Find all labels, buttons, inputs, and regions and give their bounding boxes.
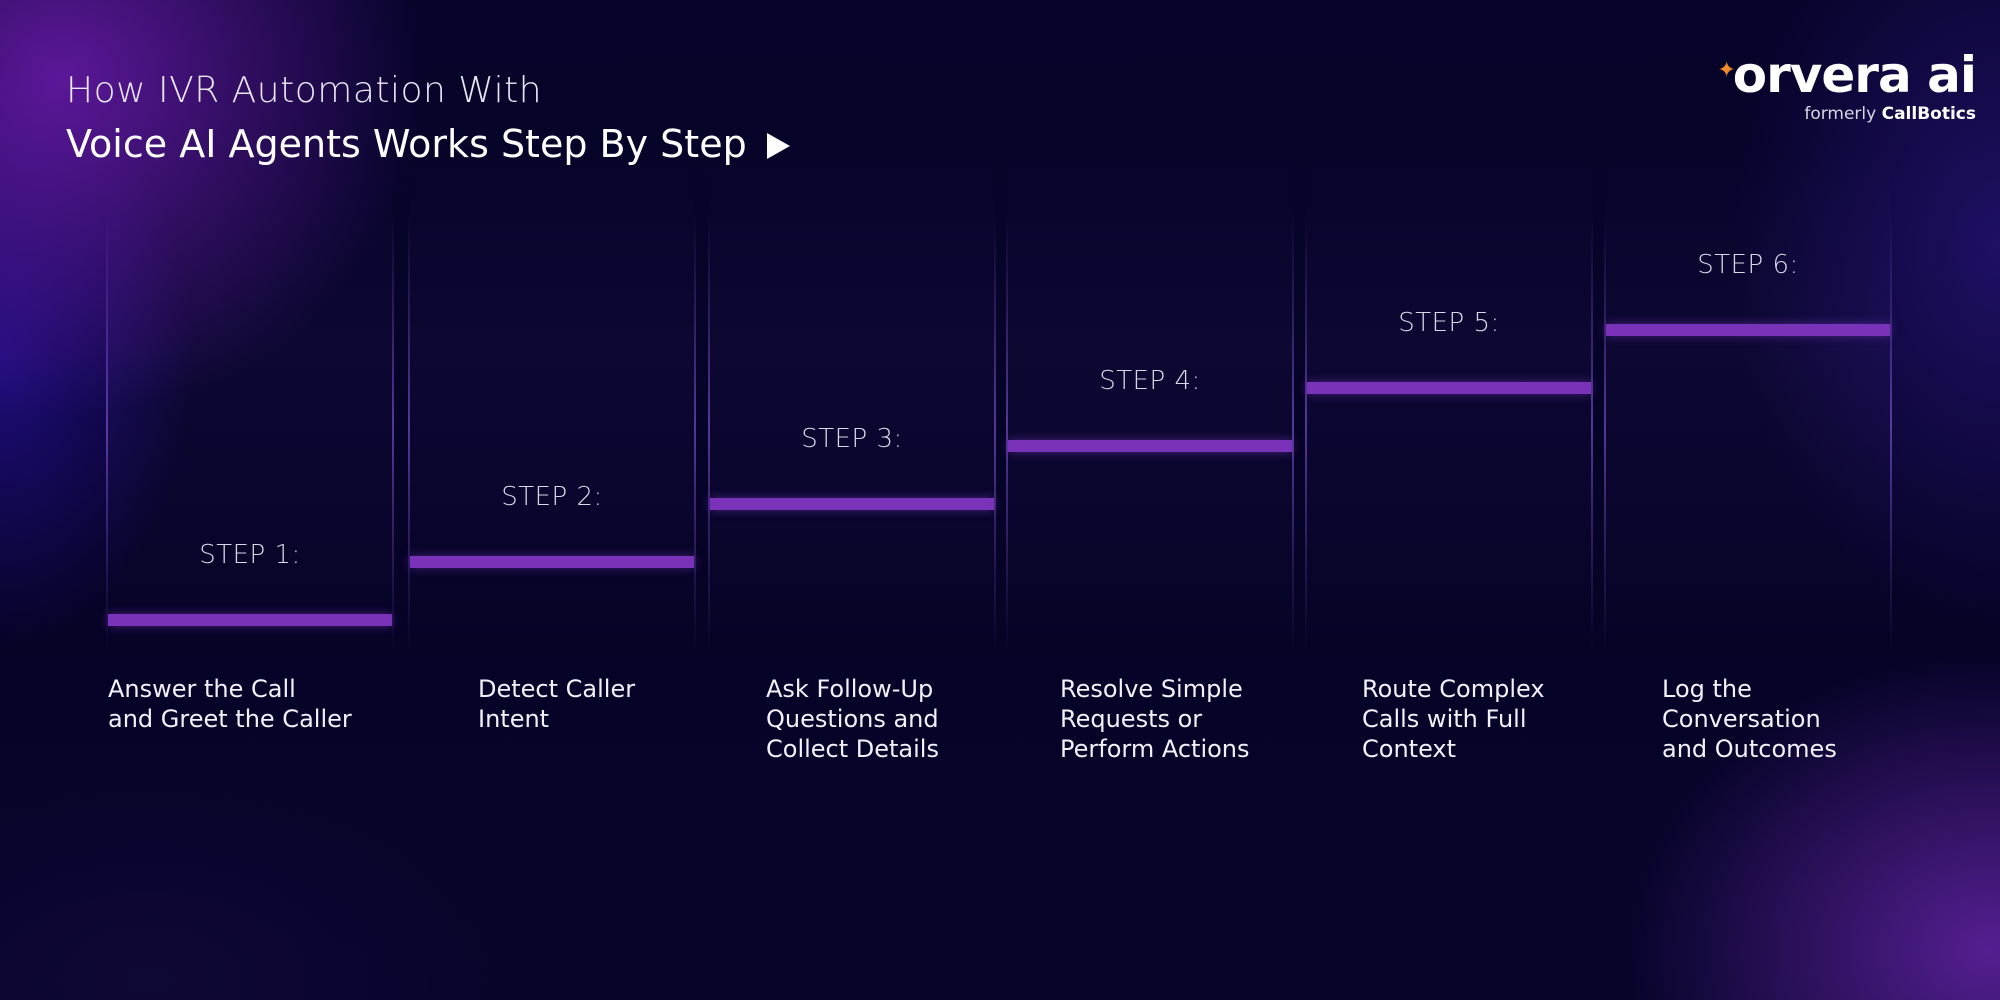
step-4-label: STEP 4: (1099, 366, 1201, 396)
step-1-bar (108, 614, 392, 626)
brand-formerly-name: CallBotics (1881, 104, 1976, 124)
brand-logo: ✦ orvera ai formerly CallBotics (1717, 46, 1977, 124)
step-5-label: STEP 5: (1398, 308, 1500, 338)
step-5-bar (1307, 382, 1591, 394)
step-2-description: Detect Caller Intent (478, 675, 636, 733)
spark-icon: ✦ (1717, 58, 1735, 83)
step-1-label: STEP 1: (199, 540, 301, 570)
title-line-1: How IVR Automation With (66, 70, 543, 111)
title-line-2: Voice AI Agents Works Step By Step (66, 122, 790, 166)
step-3-description: Ask Follow-Up Questions and Collect Deta… (766, 675, 939, 763)
step-6-description: Log the Conversation and Outcomes (1662, 675, 1837, 763)
brand-name: orvera ai (1732, 46, 1977, 104)
step-6-bar (1606, 324, 1890, 336)
step-6-label: STEP 6: (1697, 250, 1799, 280)
step-2-bar (410, 556, 694, 568)
brand-wordmark: ✦ orvera ai (1717, 46, 1977, 104)
step-4-bar (1008, 440, 1292, 452)
brand-formerly: formerly CallBotics (1717, 104, 1976, 124)
step-1-description: Answer the Call and Greet the Caller (108, 675, 352, 733)
step-4-description: Resolve Simple Requests or Perform Actio… (1060, 675, 1250, 763)
step-3-label: STEP 3: (801, 424, 903, 454)
step-2-column: STEP 2: (408, 150, 696, 650)
step-5-description: Route Complex Calls with Full Context (1362, 675, 1545, 763)
step-3-column: STEP 3: (708, 150, 996, 650)
step-1-column: STEP 1: (106, 150, 394, 650)
step-2-label: STEP 2: (501, 482, 603, 512)
step-3-bar (710, 498, 994, 510)
title-line-2-text: Voice AI Agents Works Step By Step (66, 122, 747, 166)
brand-formerly-prefix: formerly (1804, 104, 1877, 124)
step-6-column: STEP 6: (1604, 150, 1892, 650)
step-4-column: STEP 4: (1006, 150, 1294, 650)
play-icon (766, 132, 790, 159)
step-5-column: STEP 5: (1305, 150, 1593, 650)
